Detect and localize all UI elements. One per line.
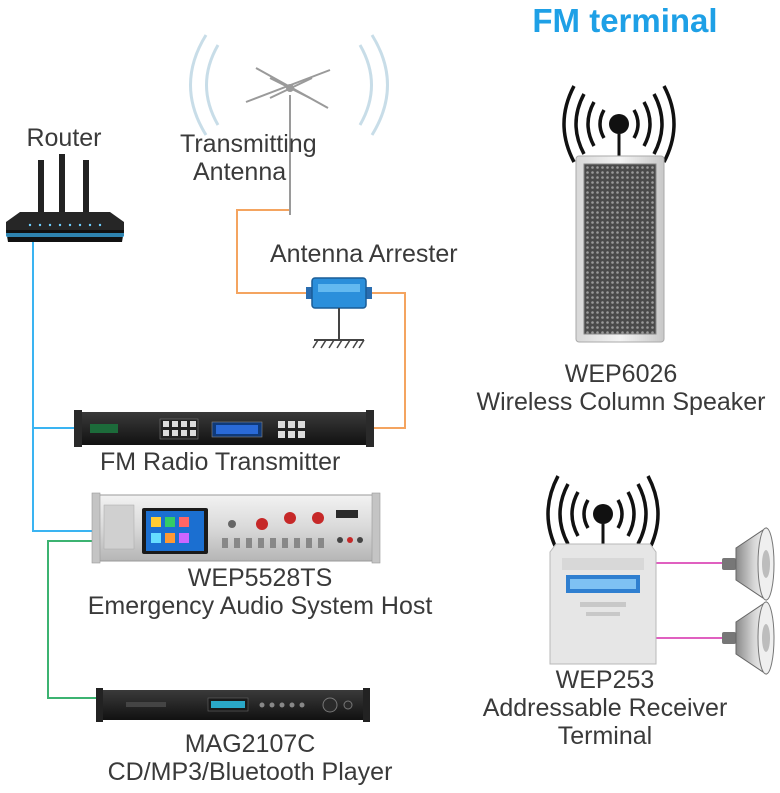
horn-speaker-upper [722, 527, 775, 601]
network-cable [32, 238, 96, 532]
router-device [6, 154, 124, 242]
transmitter-label: FM Radio Transmitter [100, 448, 341, 476]
signal-waves-icon [189, 34, 389, 136]
audio-cable [47, 540, 100, 699]
antenna-label: Transmitting Antenna [180, 130, 360, 186]
speaker-desc-label: Wireless Column Speaker [476, 388, 766, 416]
host-label: WEP5528TS Emergency Audio System Host [60, 564, 460, 620]
fm-transmitter-device [74, 410, 374, 447]
diagram-title: FM terminal [532, 2, 718, 39]
wireless-signal-icon [562, 85, 676, 163]
receiver-label: WEP253 Addressable Receiver Terminal [460, 666, 750, 750]
horn-speaker-lower [722, 601, 775, 675]
player-device [96, 688, 370, 722]
arrester-label: Antenna Arrester [270, 240, 458, 268]
speaker-model-label: WEP6026 [564, 360, 678, 388]
receiver-device [546, 475, 660, 665]
receiver-model-label: WEP253 [555, 666, 655, 694]
wireless-signal-icon [546, 475, 660, 553]
arrester-device [306, 277, 372, 349]
rf-cable [236, 209, 406, 429]
router-label: Router [26, 124, 102, 152]
receiver-line1-label: Addressable Receiver [482, 694, 728, 722]
antenna-label-line2: Antenna [193, 158, 287, 186]
touchscreen-icons [151, 517, 189, 543]
host-desc-label: Emergency Audio System Host [87, 592, 433, 620]
player-model-label: MAG2107C [184, 730, 316, 758]
host-device [91, 492, 381, 564]
speaker-label: WEP6026 Wireless Column Speaker [462, 360, 780, 416]
player-desc-label: CD/MP3/Bluetooth Player [107, 758, 393, 786]
column-speaker-device [562, 85, 676, 343]
antenna-device [189, 34, 389, 215]
receiver-line2-label: Terminal [557, 722, 653, 750]
host-model-label: WEP5528TS [187, 564, 333, 592]
antenna-label-line1: Transmitting [180, 130, 317, 158]
speaker-cable [655, 562, 722, 639]
player-label: MAG2107C CD/MP3/Bluetooth Player [80, 730, 420, 786]
